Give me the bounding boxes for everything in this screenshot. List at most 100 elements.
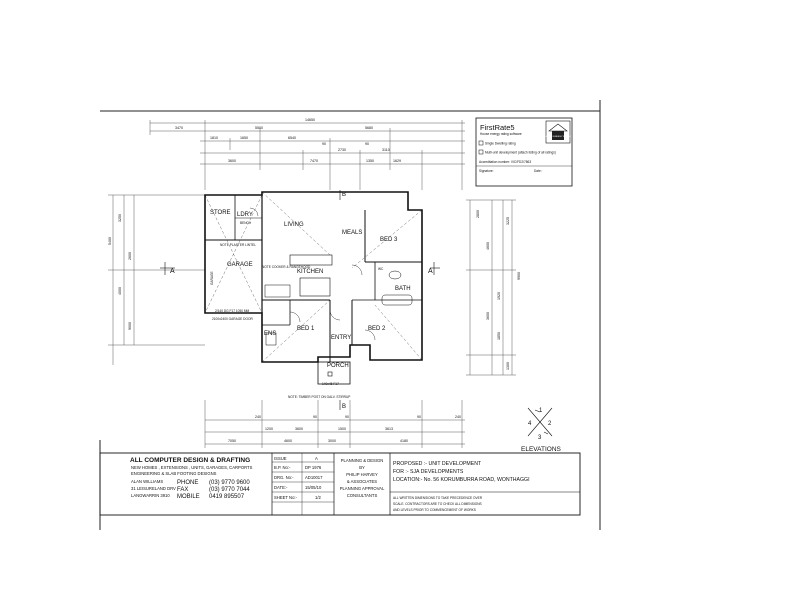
tb-planning1: PLANNING & DESIGN: [341, 458, 384, 463]
dim-bottom-8: 3613: [385, 427, 393, 431]
tb-date-label: DATE:-: [274, 485, 288, 490]
dim-top-11: 1350: [366, 159, 374, 163]
dim-bottom-13: 240: [455, 415, 461, 419]
firstrate-date: Date:: [534, 169, 542, 173]
dim-right-6: 1300: [506, 362, 510, 370]
tb-note3: AND LEVELS PRIOR TO COMMENCEMENT OF WORK…: [393, 508, 476, 512]
checkbox-single: [478, 140, 484, 146]
section-a-left: A: [170, 268, 175, 275]
tb-fax-label: FAX: [177, 487, 188, 493]
firstrate-title: FirstRate5: [480, 123, 515, 132]
dim-right-4: 1920: [497, 292, 501, 300]
elevation-num-3: 3: [538, 435, 542, 441]
tb-for: FOR :- SJA DEVELOPMENTS: [393, 469, 464, 475]
room-porch: PORCH: [327, 363, 349, 369]
room-bed3: BED 3: [380, 237, 398, 243]
tb-planning5: PLANNING APPROVAL: [340, 486, 385, 491]
tb-date: 15/05/10: [305, 485, 322, 490]
room-wc: WC: [378, 267, 384, 271]
tb-addr1: 31 LEISURELAND DRV: [131, 486, 176, 491]
firstrate-subtitle: House energy rating software: [480, 132, 522, 136]
room-kitchen: KITCHEN: [297, 269, 323, 275]
firstrate-option2: Multi-unit development (attach listing o…: [485, 151, 556, 155]
section-b-top: B: [342, 192, 346, 198]
dim-top-6: 6540: [288, 136, 296, 140]
note-cooker: NOTE COOKER & RANGEHOOD: [262, 265, 311, 269]
energy-rating-stamp: HOUSE ENERGY RATING: [545, 120, 571, 144]
top-dimensions: [149, 120, 465, 190]
room-bed1: BED 1: [297, 326, 315, 332]
room-ldry: LDRY: [237, 212, 253, 218]
tb-sheet-label: SHEET No:-: [274, 495, 298, 500]
tb-note1: ALL WRITTEN DIMENSIONS TO TAKE PRECEDENC…: [393, 496, 483, 500]
tb-planning2: BY: [359, 465, 365, 470]
right-dimensions: [466, 199, 516, 376]
tb-drg: AD10017: [305, 475, 323, 480]
tb-note2: SCALE. CONTRACTORS ARE TO CHECK ALL DIME…: [393, 502, 482, 506]
dim-top-12: 1629: [393, 159, 401, 163]
tb-location: LOCATION:- No. 56 KORUMBURRA ROAD, WONTH…: [393, 477, 530, 483]
dim-top-5: 1650: [240, 136, 248, 140]
dim-bottom-4: 4180: [400, 439, 408, 443]
room-bath: BATH: [395, 286, 411, 292]
dim-top-1: 3470: [175, 126, 183, 130]
dim-right-7: 9900: [517, 272, 521, 280]
dim-top-7: 2730: [338, 148, 346, 152]
tb-company: ALL COMPUTER DESIGN & DRAFTING: [130, 457, 250, 464]
elevations-label: ELEVATIONS: [521, 446, 562, 453]
tb-issue-label: ISSUE: [274, 456, 287, 461]
dim-bottom-7: 1500: [338, 427, 346, 431]
tb-services2: ENGINEERING & SLAB FOOTING DESIGNS: [131, 471, 217, 476]
room-store: STORE: [210, 210, 231, 216]
tb-drg-label: DRG. No:-: [274, 475, 294, 480]
dim-bottom-6: 3600: [295, 427, 303, 431]
tb-planning4: & ASSOCIATES: [347, 479, 377, 484]
title-block: [99, 452, 581, 516]
dim-top-8: 3110: [382, 148, 390, 152]
room-garage: GARAGE: [227, 262, 253, 268]
tb-planning3: PHILIP HARVEY: [346, 472, 378, 477]
room-entry: ENTRY: [331, 335, 351, 341]
section-b-bottom: B: [342, 404, 346, 410]
dim-left-5: 2600: [128, 252, 132, 260]
dim-right-3: 3600: [486, 312, 490, 320]
dim-left-3: 4000: [118, 287, 122, 295]
tb-fax: (03) 9770 7044: [209, 487, 250, 493]
dim-bottom-10: 90: [313, 415, 317, 419]
firstrate-signature: Signature:: [479, 169, 494, 173]
elevations-compass: [527, 407, 553, 437]
note-porch-lintel: 140x45 F17: [322, 382, 339, 386]
room-meals: MEALS: [342, 230, 362, 236]
label-garage-side: GARAGE: [210, 271, 214, 285]
bottom-dimensions: [204, 400, 465, 448]
tb-person: ALAN WILLIAMS: [131, 479, 163, 484]
dim-top-14: 90: [365, 142, 369, 146]
building-walls: [204, 191, 423, 385]
tb-bp: DP 1976: [305, 465, 322, 470]
dim-left-1: 3250: [118, 214, 122, 222]
room-ens: ENS: [264, 331, 276, 337]
dim-top-2: 5500: [255, 126, 263, 130]
dim-top-overall: 14650: [305, 118, 315, 122]
tb-planning6: CONSULTANTS: [347, 493, 378, 498]
tb-issue: A: [315, 456, 318, 461]
dim-bottom-5: 1200: [265, 427, 273, 431]
elevation-num-1: 1: [539, 408, 543, 414]
note-timber-post: NOTE: TIMBER POST ON GALV. STIRRUP: [288, 395, 350, 399]
dim-right-8: 3225: [506, 217, 510, 225]
dim-top-9: 3600: [228, 159, 236, 163]
note-garage-door: 2100x2400 GARAGE DOOR: [212, 317, 253, 321]
dim-top-13: 90: [322, 142, 326, 146]
tb-mobile-label: MOBILE: [177, 494, 200, 500]
tb-mobile: 0419 895507: [209, 494, 245, 500]
dim-bottom-3: 3000: [328, 439, 336, 443]
checkbox-multi: [478, 149, 484, 155]
section-a-right: A: [428, 268, 433, 275]
firstrate-accreditation: Accreditation number: VIC/FD2/7863: [479, 160, 531, 164]
tb-bp-label: B.P. No:-: [274, 465, 291, 470]
tb-services: NEW HOMES , EXTENSIONS , UNITS, GARAGES,…: [131, 465, 253, 470]
tb-phone: (03) 9770 9600: [209, 480, 250, 486]
dim-bottom-12: 90: [417, 415, 421, 419]
note-lintel: 2/140 DG F17 1050 MM: [215, 309, 250, 313]
